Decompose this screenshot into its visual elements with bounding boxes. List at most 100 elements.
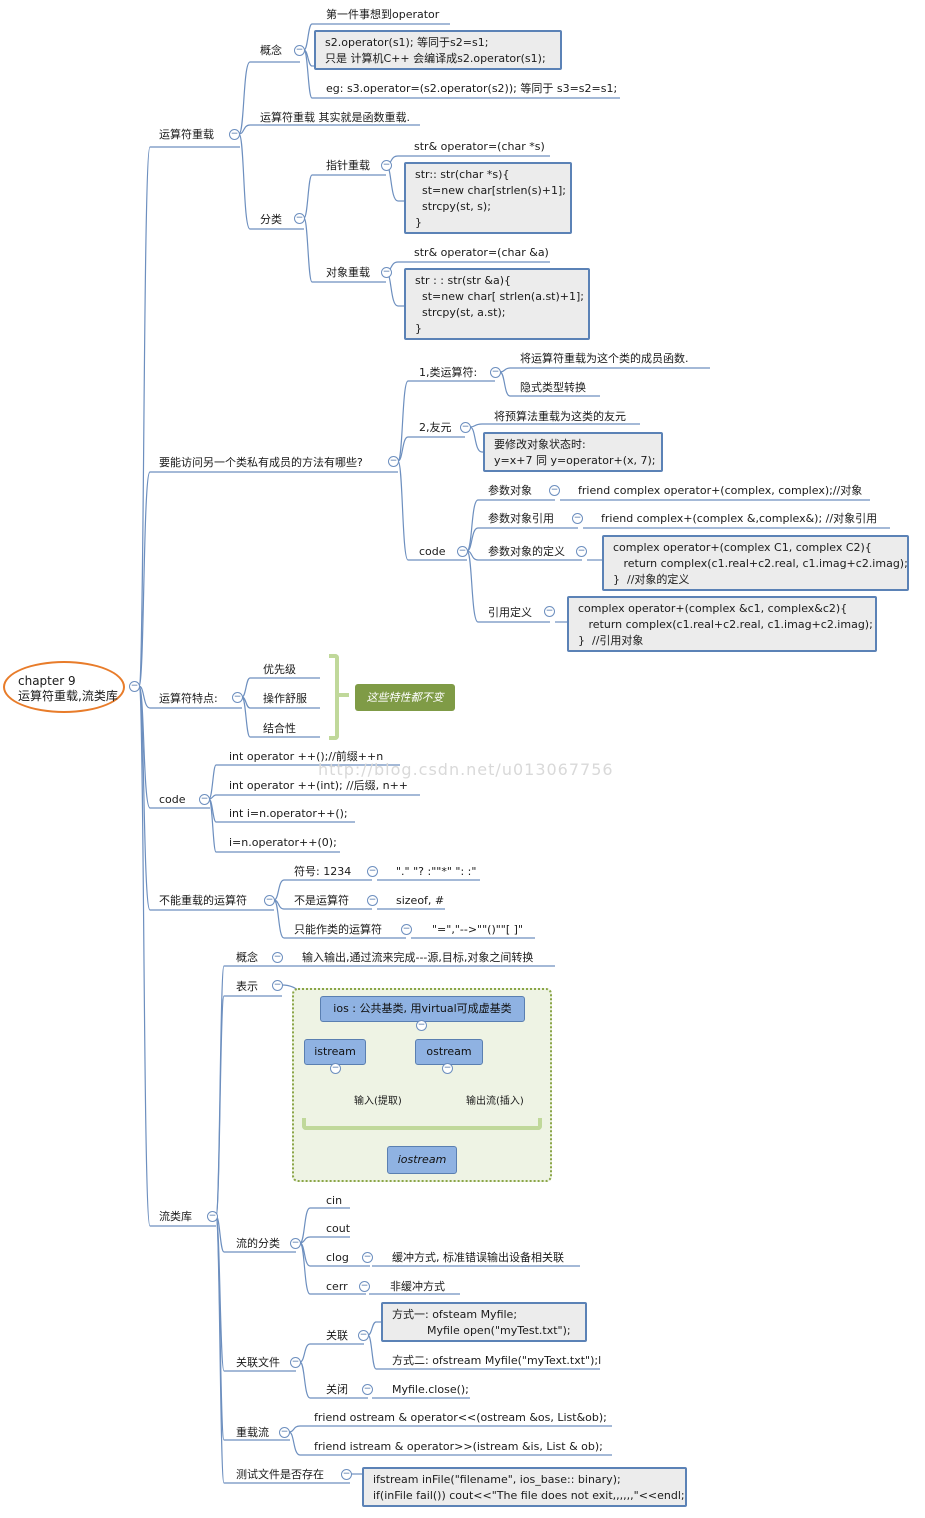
topic-stream-library[interactable]: 流类库 xyxy=(159,1210,192,1223)
file-close-value[interactable]: Myfile.close(); xyxy=(392,1383,469,1396)
code-prefix-call[interactable]: int i=n.operator++(); xyxy=(229,807,348,820)
code-param-def-box[interactable]: complex operator+(complex C1, complex C2… xyxy=(602,535,909,591)
friend-state-box[interactable]: 要修改对象状态时: y=x+7 同 y=operator+(x, 7); xyxy=(483,432,663,472)
stream-classification[interactable]: 流的分类 xyxy=(236,1237,280,1250)
code-ref-def[interactable]: 引用定义 xyxy=(488,606,532,619)
topic-classification[interactable]: 分类 xyxy=(260,213,282,226)
pointer-signature[interactable]: str& operator=(char *s) xyxy=(414,140,545,153)
topic-operator-traits[interactable]: 运算符特点: xyxy=(159,692,218,705)
collapse-icon[interactable]: − xyxy=(272,980,283,991)
stream-concept[interactable]: 概念 xyxy=(236,951,258,964)
stream-overload[interactable]: 重载流 xyxy=(236,1426,269,1439)
topic-access-private[interactable]: 要能访问另一个类私有成员的方法有哪些? xyxy=(159,456,363,469)
collapse-icon[interactable]: − xyxy=(576,546,587,557)
collapse-icon[interactable]: − xyxy=(207,1211,218,1222)
stream-cin[interactable]: cin xyxy=(326,1194,343,1207)
code-param-object[interactable]: 参数对象 xyxy=(488,484,532,497)
file-close[interactable]: 关闭 xyxy=(326,1383,348,1396)
collapse-icon[interactable]: − xyxy=(457,546,468,557)
collapse-icon[interactable]: − xyxy=(362,1384,373,1395)
overload-istream[interactable]: friend istream & operator>>(istream &is,… xyxy=(314,1440,603,1453)
collapse-icon[interactable]: − xyxy=(381,160,392,171)
collapse-icon[interactable]: − xyxy=(416,1020,427,1031)
collapse-icon[interactable]: − xyxy=(359,1281,370,1292)
collapse-icon[interactable]: − xyxy=(367,895,378,906)
friend-overload[interactable]: 将预算法重载为这类的友元 xyxy=(494,410,626,423)
topic-essence[interactable]: 运算符重载 其实就是函数重载. xyxy=(260,111,410,124)
nonov-not-operator[interactable]: 不是运算符 xyxy=(294,894,349,907)
stream-concept-value[interactable]: 输入输出,通过流来完成---源,目标,对象之间转换 xyxy=(302,951,534,964)
nonov-symbols[interactable]: 符号: 1234 xyxy=(294,865,352,878)
collapse-icon[interactable]: − xyxy=(460,422,471,433)
topic-pointer-overload[interactable]: 指针重载 xyxy=(326,159,370,172)
method-friend[interactable]: 2,友元 xyxy=(419,421,452,434)
collapse-icon[interactable]: − xyxy=(388,456,399,467)
stream-representation[interactable]: 表示 xyxy=(236,980,258,993)
traits-note[interactable]: 这些特性都不变 xyxy=(355,684,455,711)
object-signature[interactable]: str& operator=(char &a) xyxy=(414,246,549,259)
stream-test-file[interactable]: 测试文件是否存在 xyxy=(236,1468,324,1481)
trait-precedence[interactable]: 优先级 xyxy=(263,663,296,676)
collapse-icon[interactable]: − xyxy=(549,485,560,496)
code-postfix[interactable]: int operator ++(int); //后缀, n++ xyxy=(229,779,409,792)
method-member-function[interactable]: 将运算符重载为这个类的成员函数. xyxy=(520,352,689,365)
collapse-icon[interactable]: − xyxy=(129,681,140,692)
code-prefix[interactable]: int operator ++();//前缀++n xyxy=(229,750,384,763)
collapse-icon[interactable]: − xyxy=(401,924,412,935)
stream-cerr[interactable]: cerr xyxy=(326,1280,348,1293)
collapse-icon[interactable]: − xyxy=(279,1427,290,1438)
concept-operator[interactable]: 第一件事想到operator xyxy=(326,8,440,21)
ios-base-class[interactable]: ios : 公共基类, 用virtual可成虚基类 xyxy=(320,996,525,1022)
collapse-icon[interactable]: − xyxy=(229,129,240,140)
istream-class[interactable]: istream xyxy=(304,1039,366,1065)
collapse-icon[interactable]: − xyxy=(294,45,305,56)
object-code-box[interactable]: str : : str(str &a){ st=new char[ strlen… xyxy=(404,268,590,340)
collapse-icon[interactable]: − xyxy=(367,866,378,877)
collapse-icon[interactable]: − xyxy=(358,1330,369,1341)
collapse-icon[interactable]: − xyxy=(290,1238,301,1249)
topic-operator-overload[interactable]: 运算符重载 xyxy=(159,128,214,141)
file-way2[interactable]: 方式二: ofstream Myfile("myText.txt");l xyxy=(392,1354,602,1367)
collapse-icon[interactable]: − xyxy=(290,1357,301,1368)
topic-code-friend[interactable]: code xyxy=(419,545,446,558)
pointer-code-box[interactable]: str:: str(char *s){ st=new char[strlen(s… xyxy=(404,162,572,234)
root-topic[interactable]: chapter 9 运算符重载,流类库 xyxy=(3,661,125,713)
ostream-class[interactable]: ostream xyxy=(415,1039,483,1065)
iostream-class[interactable]: iostream xyxy=(387,1146,457,1174)
code-param-object-value[interactable]: friend complex operator+(complex, comple… xyxy=(578,484,863,497)
stream-cerr-value[interactable]: 非缓冲方式 xyxy=(390,1280,445,1293)
stream-cout[interactable]: cout xyxy=(326,1222,351,1235)
nonov-not-operator-value[interactable]: sizeof, # xyxy=(396,894,445,907)
collapse-icon[interactable]: − xyxy=(490,367,501,378)
topic-object-overload[interactable]: 对象重载 xyxy=(326,266,370,279)
collapse-icon[interactable]: − xyxy=(330,1063,341,1074)
collapse-icon[interactable]: − xyxy=(199,794,210,805)
collapse-icon[interactable]: − xyxy=(572,513,583,524)
code-param-ref[interactable]: 参数对象引用 xyxy=(488,512,554,525)
stream-clog-value[interactable]: 缓冲方式, 标准错误输出设备相关联 xyxy=(392,1251,564,1264)
code-ref-def-box[interactable]: complex operator+(complex &c1, complex&c… xyxy=(567,596,877,652)
collapse-icon[interactable]: − xyxy=(294,213,305,224)
collapse-icon[interactable]: − xyxy=(272,952,283,963)
trait-associativity[interactable]: 结合性 xyxy=(263,722,296,735)
topic-non-overloadable[interactable]: 不能重载的运算符 xyxy=(159,894,247,907)
file-associate[interactable]: 关联 xyxy=(326,1329,348,1342)
collapse-icon[interactable]: − xyxy=(362,1252,373,1263)
collapse-icon[interactable]: − xyxy=(544,606,555,617)
test-file-box[interactable]: ifstream inFile("filename", ios_base:: b… xyxy=(362,1467,687,1507)
concept-equivalence-box[interactable]: s2.operator(s1); 等同于s2=s1; 只是 计算机C++ 会编译… xyxy=(314,30,562,70)
collapse-icon[interactable]: − xyxy=(381,267,392,278)
collapse-icon[interactable]: − xyxy=(442,1063,453,1074)
nonov-class-only[interactable]: 只能作类的运算符 xyxy=(294,923,382,936)
concept-example[interactable]: eg: s3.operator=(s2.operator(s2)); 等同于 s… xyxy=(326,82,618,95)
nonov-symbols-value[interactable]: "." "? :""*" ": :" xyxy=(396,865,477,878)
collapse-icon[interactable]: − xyxy=(232,692,243,703)
code-param-def[interactable]: 参数对象的定义 xyxy=(488,545,565,558)
collapse-icon[interactable]: − xyxy=(264,895,275,906)
collapse-icon[interactable]: − xyxy=(341,1469,352,1480)
topic-concept[interactable]: 概念 xyxy=(260,44,282,57)
overload-ostream[interactable]: friend ostream & operator<<(ostream &os,… xyxy=(314,1411,607,1424)
trait-operands[interactable]: 操作舒服 xyxy=(263,692,307,705)
file-way1-box[interactable]: 方式一: ofsteam Myfile; Myfile open("myTest… xyxy=(381,1302,587,1342)
code-param-ref-value[interactable]: friend complex+(complex &,complex&); //对… xyxy=(601,512,878,525)
